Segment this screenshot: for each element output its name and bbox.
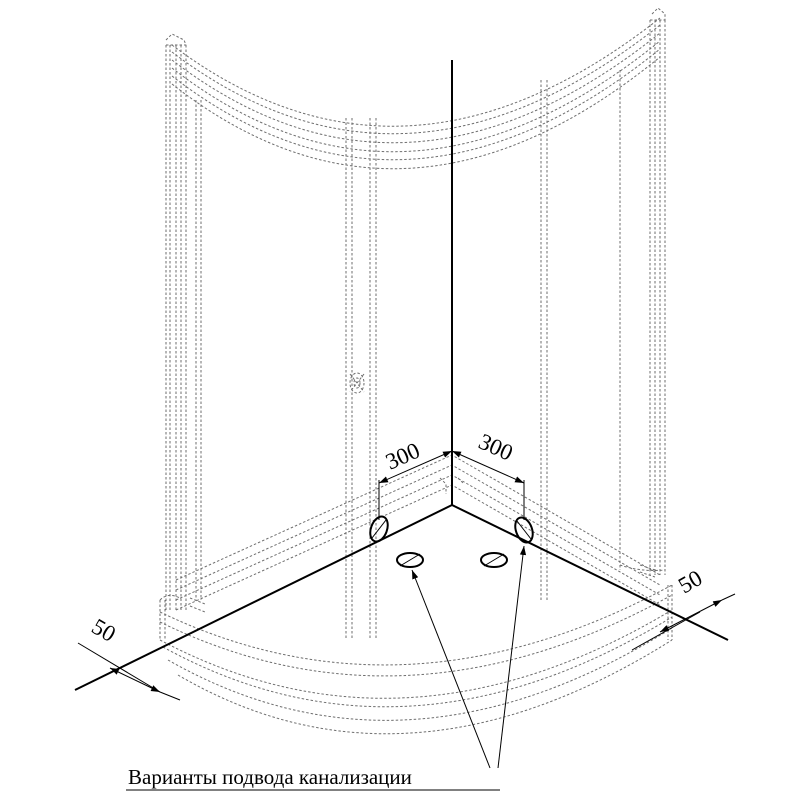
left-wall-axis — [74, 504, 453, 691]
caption-leaders — [126, 545, 527, 791]
glass-panels — [195, 70, 621, 600]
door-frame — [345, 80, 548, 640]
drain-outlet-left-wall — [369, 515, 389, 543]
dimension-label-left-50: 50 — [88, 614, 120, 647]
top-rail — [171, 17, 661, 170]
drain-outlets — [369, 515, 534, 568]
drain-outlet-floor-right — [480, 552, 508, 568]
dimension-label-right-50: 50 — [674, 565, 706, 598]
drain-outlet-right-wall — [514, 516, 534, 544]
caption-drain-options: Варианты подвода канализации — [128, 765, 412, 789]
right-post — [649, 7, 666, 575]
left-post — [165, 33, 187, 612]
dimension-offset-left: 50 — [77, 614, 181, 701]
dimension-label-left-300: 300 — [382, 438, 424, 475]
cabin-outline — [159, 7, 673, 735]
shower-tray — [159, 564, 673, 735]
rear-base-frame — [175, 454, 661, 613]
dimension-wall-right: 300 — [451, 429, 525, 520]
drain-outlet-floor-left — [396, 552, 424, 568]
dimension-label-right-300: 300 — [475, 429, 517, 466]
door-handle — [349, 372, 365, 394]
